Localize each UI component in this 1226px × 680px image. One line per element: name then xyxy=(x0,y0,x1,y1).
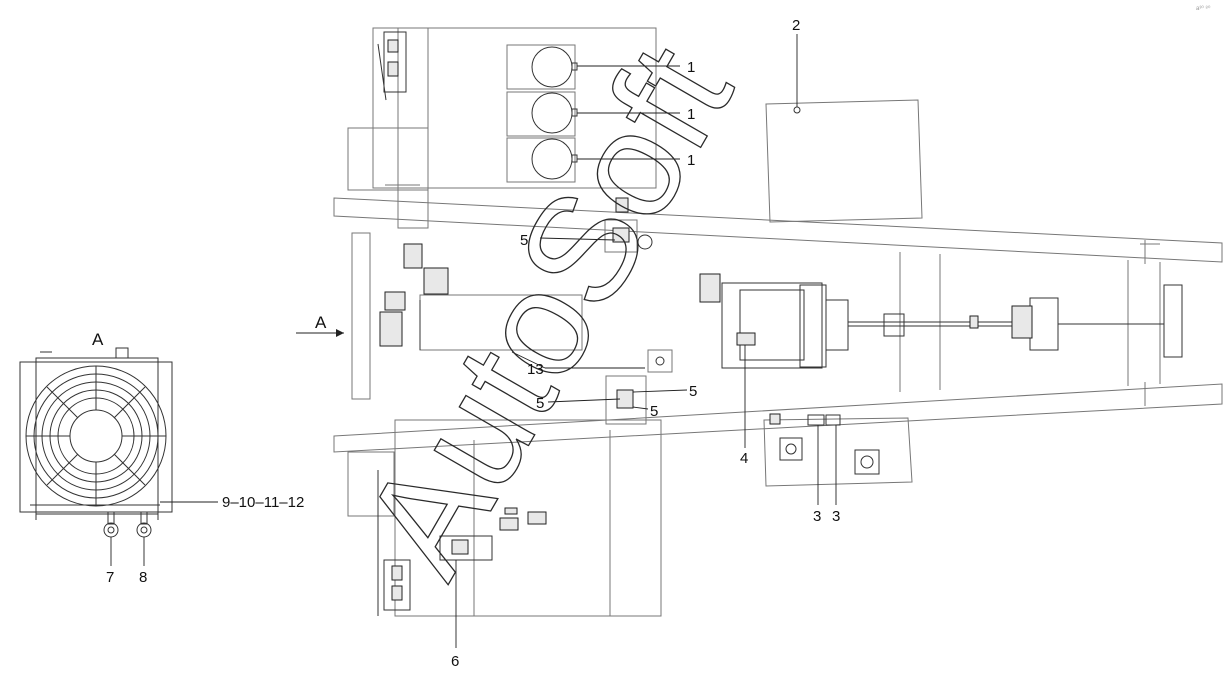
lower-right-panel xyxy=(763,413,913,505)
tank-panel xyxy=(765,34,923,223)
callout-2: 2 xyxy=(792,17,800,34)
callout-5d: 5 xyxy=(650,403,658,420)
view-arrow-label: A xyxy=(315,313,327,332)
callout-3a: 3 xyxy=(813,508,821,525)
callout-7: 7 xyxy=(106,569,114,586)
callout-5c: 5 xyxy=(536,395,544,412)
callout-8: 8 xyxy=(139,569,147,586)
callout-1a: 1 xyxy=(687,59,695,76)
callout-6: 6 xyxy=(451,653,459,670)
relay-box-lower xyxy=(605,375,647,425)
sensor-8 xyxy=(136,511,152,566)
battery-3 xyxy=(506,137,578,183)
callout-1c: 1 xyxy=(687,152,695,169)
sensor-7 xyxy=(103,511,119,566)
callout-9-12: 9–10–11–12 xyxy=(222,494,304,511)
lower-equipment-box xyxy=(347,419,662,648)
front-equipment xyxy=(351,232,673,400)
callout-1b: 1 xyxy=(687,106,695,123)
view-a-title: A xyxy=(92,330,104,349)
callout-4: 4 xyxy=(740,450,748,467)
battery-1 xyxy=(506,44,578,90)
callout-5a: 5 xyxy=(520,232,528,249)
radiator-view-a xyxy=(19,347,218,520)
top-left-bracket xyxy=(377,31,407,101)
view-arrow xyxy=(296,329,344,337)
callout-13: 13 xyxy=(527,361,544,378)
callout-3b: 3 xyxy=(832,508,840,525)
callout-5b: 5 xyxy=(689,383,697,400)
battery-box xyxy=(347,27,657,229)
battery-2 xyxy=(506,91,578,137)
relay-box-upper xyxy=(604,197,653,253)
corner-mark: a³⁰ ⁸⁰ xyxy=(1196,5,1211,12)
engine-gearbox xyxy=(699,273,1183,448)
